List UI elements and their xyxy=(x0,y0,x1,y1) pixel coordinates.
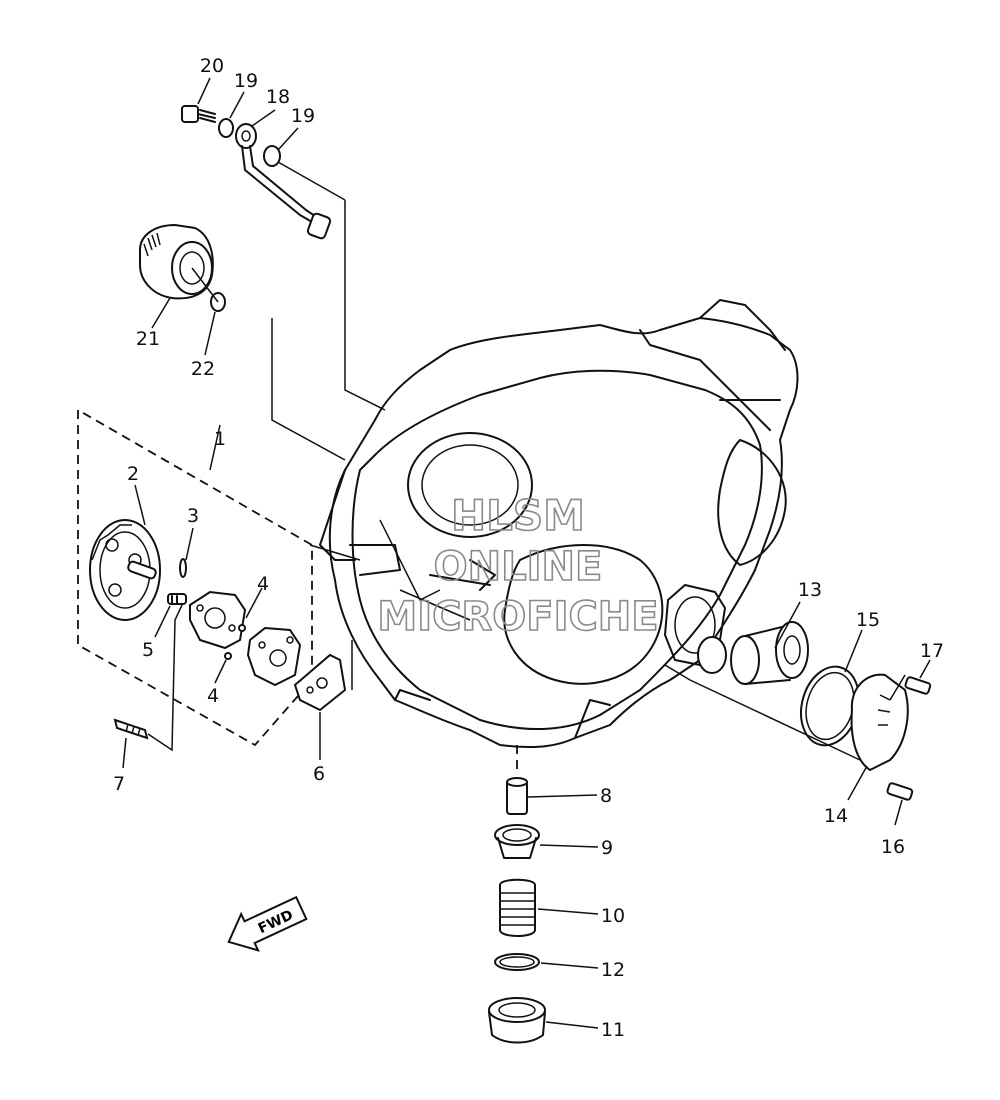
oil-pipe-assembly xyxy=(181,105,332,240)
callout-16: 16 xyxy=(881,836,905,858)
watermark-line-2: ONLINE xyxy=(434,544,603,590)
watermark: HLSM ONLINE MICROFICHE xyxy=(377,490,660,641)
crankcase-drawing xyxy=(319,299,799,748)
callout-14: 14 xyxy=(824,805,848,827)
callout-19: 19 xyxy=(234,70,258,92)
callout-17: 17 xyxy=(920,640,944,662)
drain-plug-drawing xyxy=(488,745,546,1044)
watermark-line-3: MICROFICHE xyxy=(377,594,658,640)
callout-1: 1 xyxy=(214,428,226,450)
callout-20: 20 xyxy=(200,55,224,77)
callout-13: 13 xyxy=(798,579,822,601)
oil-filter-drawing xyxy=(664,584,932,801)
callout-19: 19 xyxy=(291,105,315,127)
callout-5: 5 xyxy=(142,639,154,661)
callout-15: 15 xyxy=(856,609,880,631)
callout-labels: 20 19 18 19 21 22 1 2 3 4 4 5 6 7 8 9 10… xyxy=(113,55,944,1041)
callout-22: 22 xyxy=(191,358,215,380)
callout-6: 6 xyxy=(313,763,325,785)
callout-21: 21 xyxy=(136,328,160,350)
callout-12: 12 xyxy=(601,959,625,981)
callout-9: 9 xyxy=(601,837,613,859)
gear-21-drawing xyxy=(139,223,226,312)
leader-lines xyxy=(122,77,931,1029)
fwd-arrow: FWD xyxy=(227,895,308,952)
callout-18: 18 xyxy=(266,86,290,108)
callout-4: 4 xyxy=(207,685,219,707)
callout-11: 11 xyxy=(601,1019,625,1041)
callout-2: 2 xyxy=(127,463,139,485)
callout-4: 4 xyxy=(257,573,269,595)
callout-3: 3 xyxy=(187,505,199,527)
callout-8: 8 xyxy=(600,785,612,807)
oil-pump-kit-drawing xyxy=(77,409,353,752)
watermark-line-1: HLSM xyxy=(451,491,585,540)
callout-10: 10 xyxy=(601,905,625,927)
callout-7: 7 xyxy=(113,773,125,795)
